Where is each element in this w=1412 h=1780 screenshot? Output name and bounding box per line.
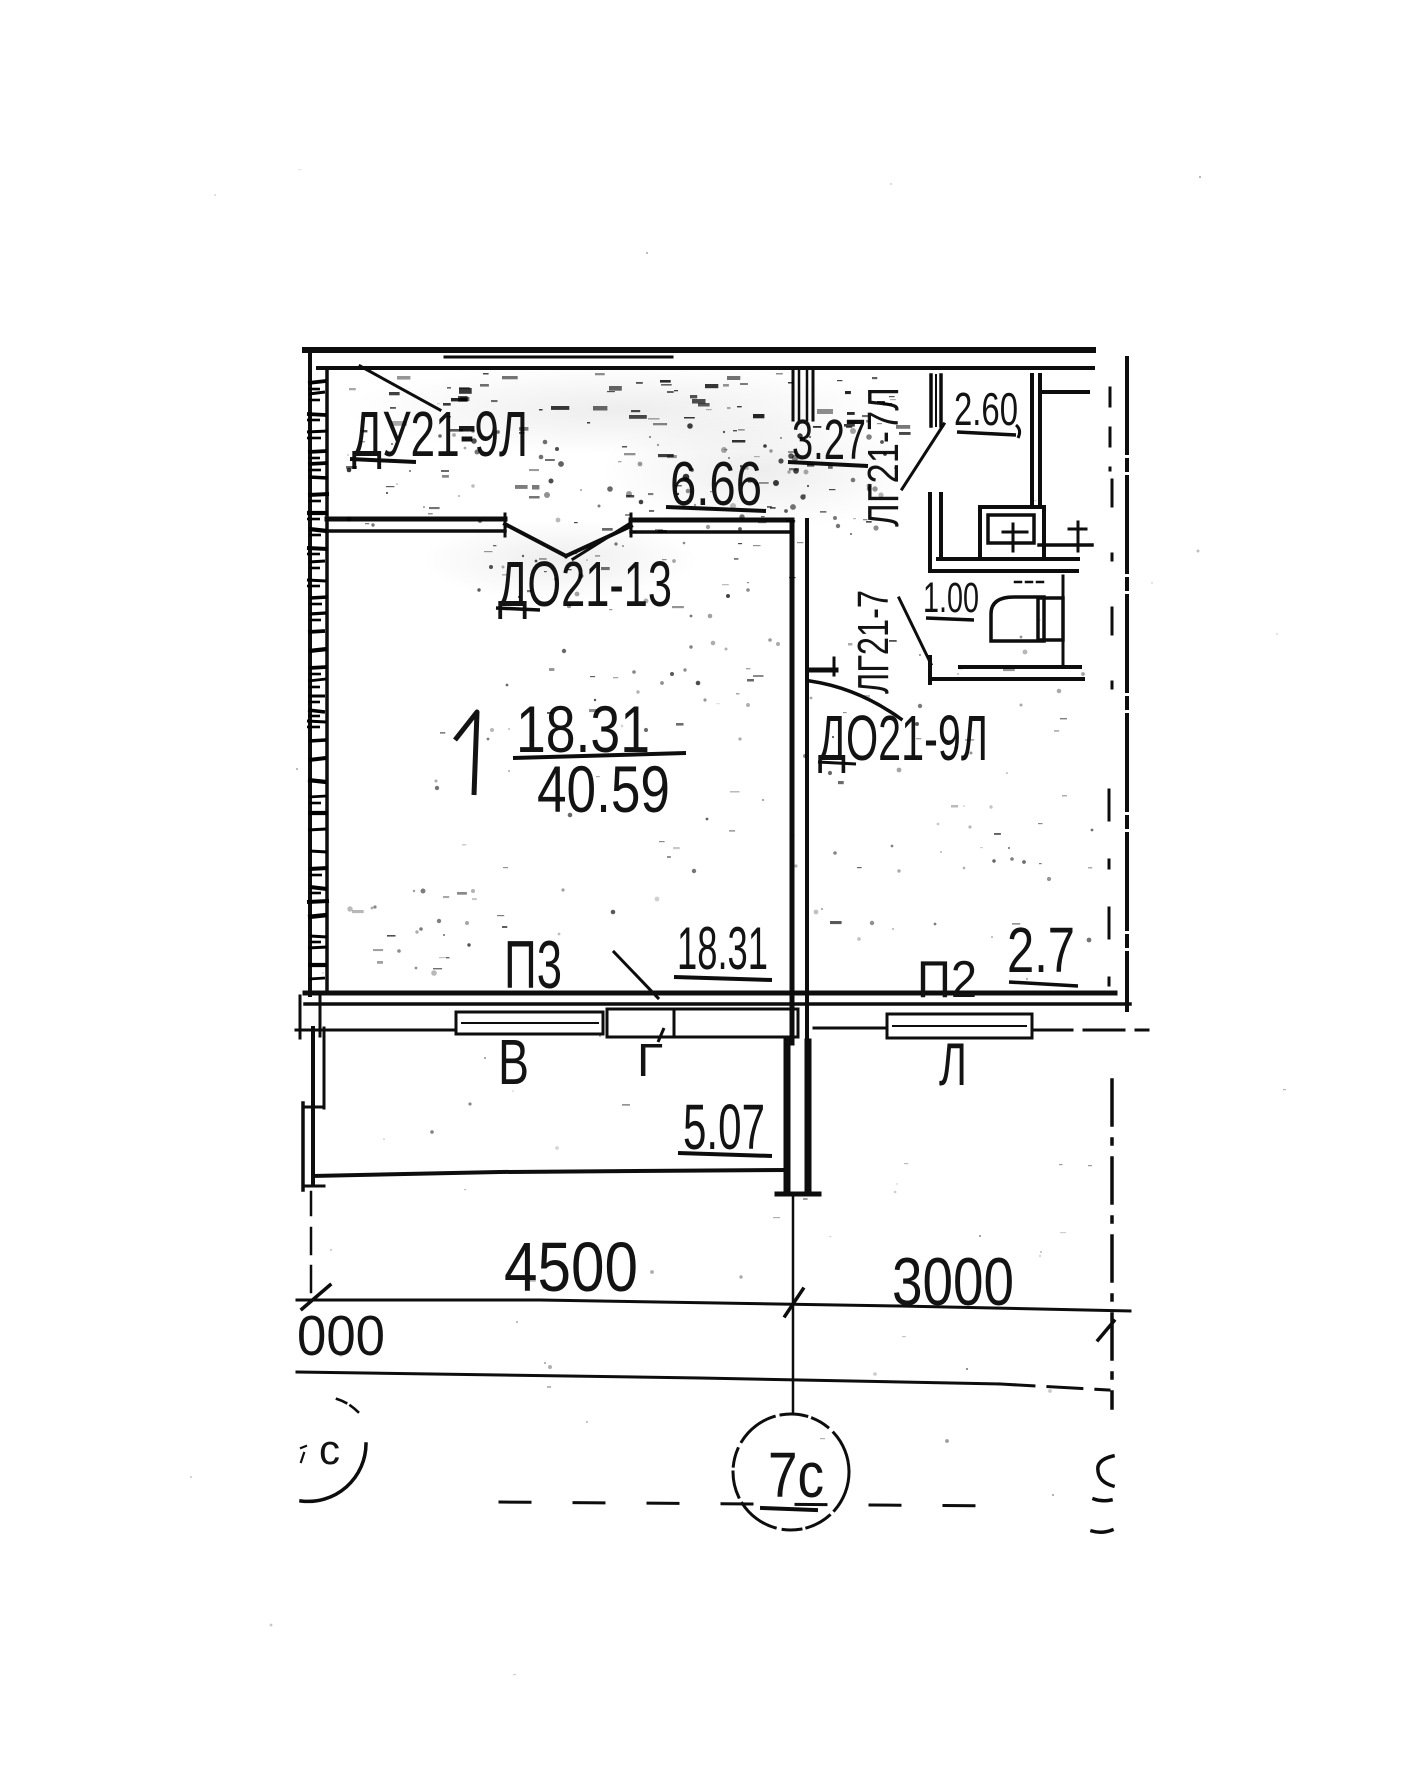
svg-text:ЛГ21-7Л: ЛГ21-7Л: [859, 387, 908, 527]
svg-text:ЛГ21-7: ЛГ21-7: [849, 590, 898, 694]
svg-text:4500: 4500: [504, 1228, 638, 1306]
svg-text:ДУ21-9Л: ДУ21-9Л: [352, 398, 528, 470]
svg-text:с: с: [319, 1426, 340, 1473]
svg-text:2.7: 2.7: [1007, 914, 1075, 986]
svg-text:В: В: [498, 1026, 529, 1098]
svg-text:5.07: 5.07: [683, 1091, 765, 1163]
svg-text:7с: 7с: [768, 1439, 824, 1511]
svg-text:40.59: 40.59: [537, 752, 670, 826]
svg-text:3000: 3000: [892, 1244, 1014, 1320]
svg-text:1.00: 1.00: [923, 574, 979, 622]
svg-text:000: 000: [297, 1304, 385, 1368]
svg-text:Г: Г: [637, 1034, 663, 1086]
svg-text:Л: Л: [939, 1031, 967, 1098]
svg-text:П2: П2: [917, 951, 977, 1009]
svg-text:2.60: 2.60: [954, 383, 1018, 435]
svg-text:18.31: 18.31: [677, 915, 768, 982]
svg-text:П3: П3: [504, 927, 562, 1003]
